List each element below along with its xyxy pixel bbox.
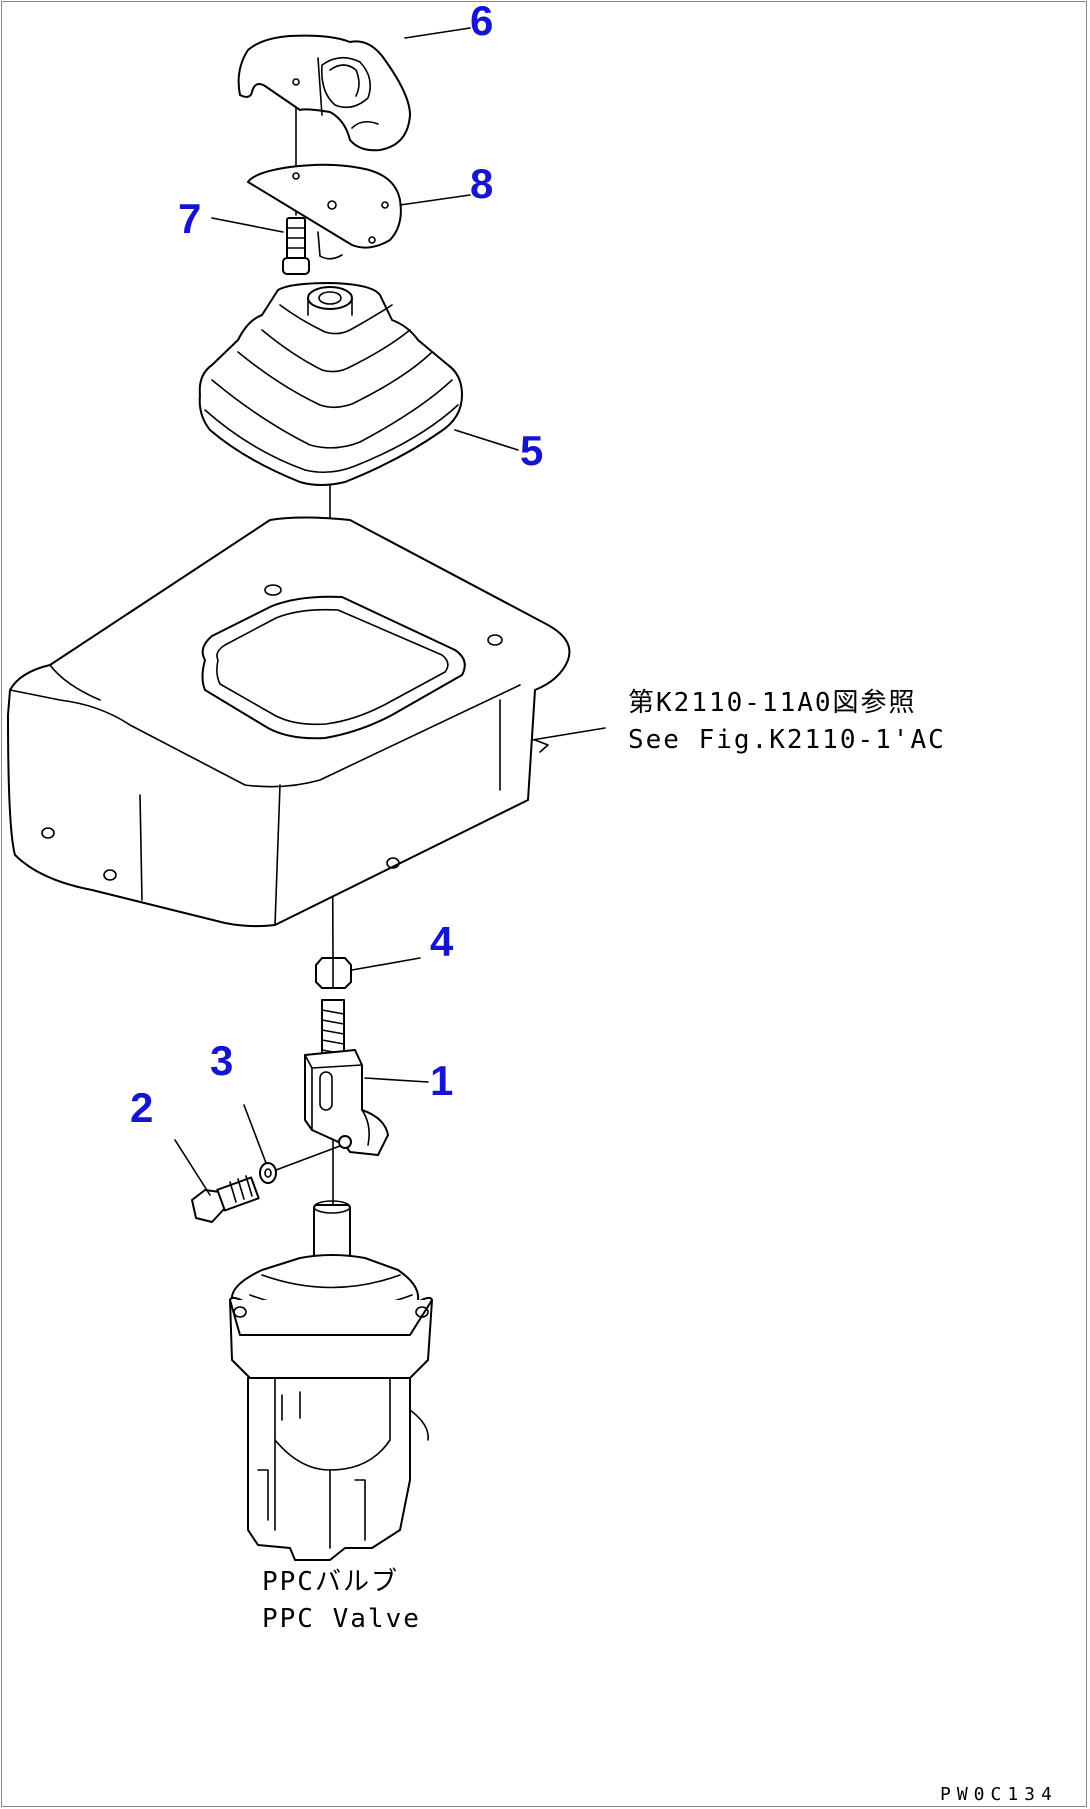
- cap-bolt: [282, 217, 310, 275]
- ppc-valve: [229, 1200, 433, 1561]
- callout-4: 4: [430, 918, 454, 965]
- leader-lines: [174, 27, 606, 1196]
- valve-label-en: PPC Valve: [262, 1604, 421, 1634]
- reference-note: 第K2110-11A0図参照 See Fig.K2110-1'AC: [628, 688, 946, 755]
- hex-bolt: [191, 1175, 260, 1223]
- callout-5: 5: [520, 427, 543, 474]
- drawing-code: PW0C134: [940, 1784, 1058, 1805]
- lever-block: [304, 1049, 389, 1156]
- callout-7: 7: [178, 195, 201, 242]
- valve-label: PPCバルブ PPC Valve: [262, 1567, 421, 1634]
- callout-labels: 6 8 7 5 4 1 3 2: [130, 0, 543, 1131]
- reference-note-en: See Fig.K2110-1'AC: [628, 725, 946, 755]
- callout-1: 1: [430, 1057, 453, 1104]
- knob-grip: [237, 34, 411, 152]
- rubber-boot: [198, 282, 463, 486]
- valve-label-jp: PPCバルブ: [262, 1567, 399, 1597]
- washer: [259, 1145, 341, 1184]
- reference-note-jp: 第K2110-11A0図参照: [628, 688, 917, 718]
- cover-plate: [247, 163, 402, 260]
- callout-2: 2: [130, 1084, 153, 1131]
- callout-8: 8: [470, 160, 493, 207]
- callout-3: 3: [210, 1037, 233, 1084]
- callout-6: 6: [470, 0, 493, 44]
- console-housing: [7, 516, 571, 928]
- lock-nut: [315, 957, 352, 989]
